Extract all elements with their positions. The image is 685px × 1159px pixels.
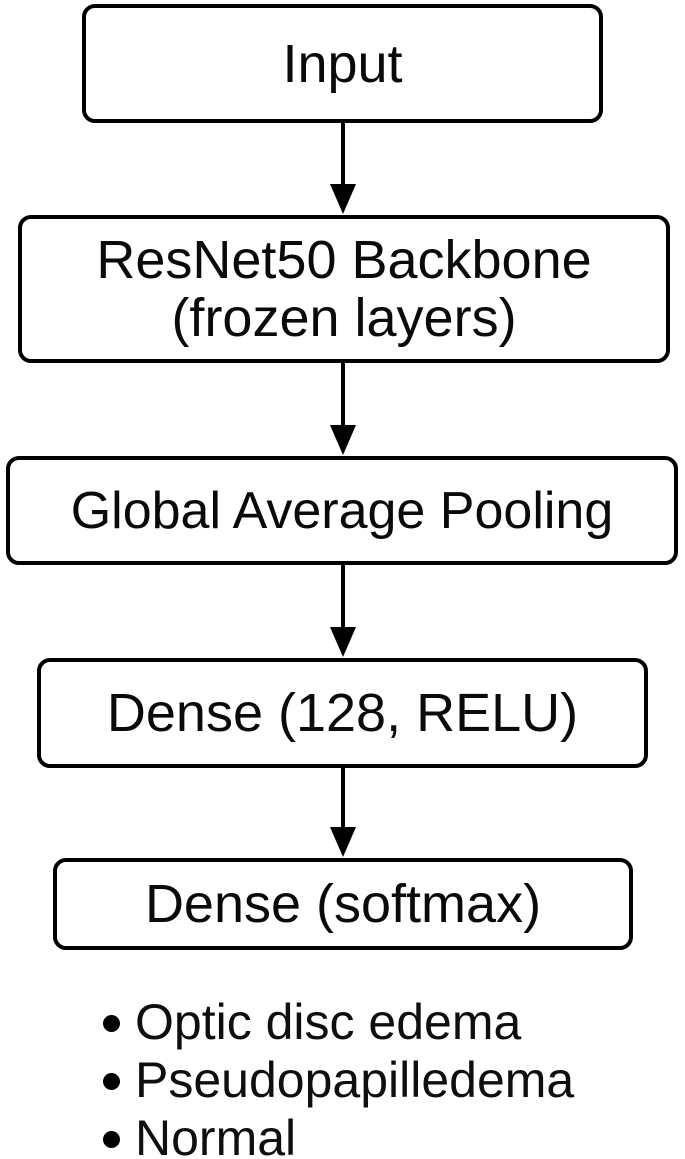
arrow-input-to-resnet (341, 123, 345, 185)
bullet-icon (103, 1130, 120, 1148)
list-item: Normal (103, 1109, 574, 1159)
node-global-average-pooling: Global Average Pooling (6, 456, 678, 565)
arrow-gap-to-dense-relu (341, 565, 345, 628)
node-dense-relu-label: Dense (128, RELU) (106, 683, 579, 743)
list-item: Optic disc edema (103, 993, 574, 1051)
node-global-average-pooling-label: Global Average Pooling (70, 481, 614, 540)
arrowhead-down-icon (330, 827, 356, 857)
node-input: Input (82, 4, 603, 123)
arrow-resnet-to-gap (341, 363, 345, 426)
bullet-icon (103, 1014, 120, 1032)
node-resnet50-backbone-label: ResNet50 Backbone (96, 230, 592, 290)
list-item-label: Pseudopapilledema (135, 1052, 575, 1108)
bullet-icon (103, 1072, 120, 1090)
node-resnet50-backbone-sublabel: (frozen layers) (171, 288, 517, 348)
node-resnet50-backbone: ResNet50 Backbone (frozen layers) (18, 215, 670, 363)
list-item-label: Optic disc edema (135, 994, 522, 1050)
arrowhead-down-icon (330, 627, 356, 657)
node-dense-softmax: Dense (softmax) (53, 858, 633, 950)
output-classes-list: Optic disc edema Pseudopapilledema Norma… (103, 993, 574, 1159)
list-item: Pseudopapilledema (103, 1051, 574, 1109)
list-item-label: Normal (135, 1110, 297, 1159)
arrowhead-down-icon (330, 425, 356, 455)
node-dense-relu: Dense (128, RELU) (37, 658, 648, 768)
arrowhead-down-icon (330, 184, 356, 214)
arrow-dense-relu-to-dense-softmax (341, 768, 345, 828)
node-dense-softmax-label: Dense (softmax) (144, 874, 542, 934)
node-input-label: Input (282, 33, 403, 94)
